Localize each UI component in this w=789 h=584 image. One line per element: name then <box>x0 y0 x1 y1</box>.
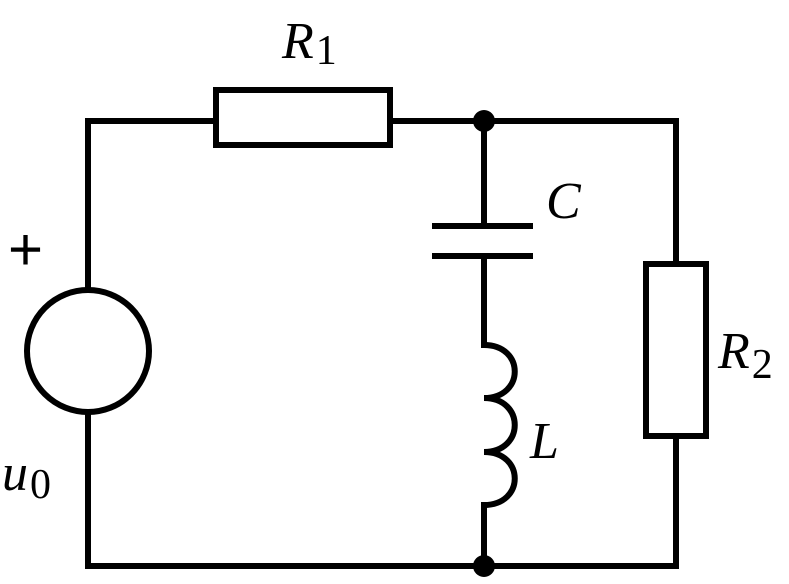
inductor-l <box>480 341 518 509</box>
wires <box>85 118 679 569</box>
resistor-r2 <box>643 261 709 439</box>
junction-top <box>473 110 495 132</box>
junction-bottom <box>473 555 495 577</box>
capacitor-c <box>432 223 533 259</box>
resistor-r1 <box>213 87 393 148</box>
label-u0: u0 <box>2 445 51 508</box>
voltage-source-u0 <box>24 287 152 415</box>
label-c: C <box>546 173 582 230</box>
plus-sign: + <box>8 216 43 283</box>
label-r1: R1 <box>281 13 337 74</box>
label-r2: R2 <box>717 323 773 388</box>
label-l: L <box>529 413 559 470</box>
